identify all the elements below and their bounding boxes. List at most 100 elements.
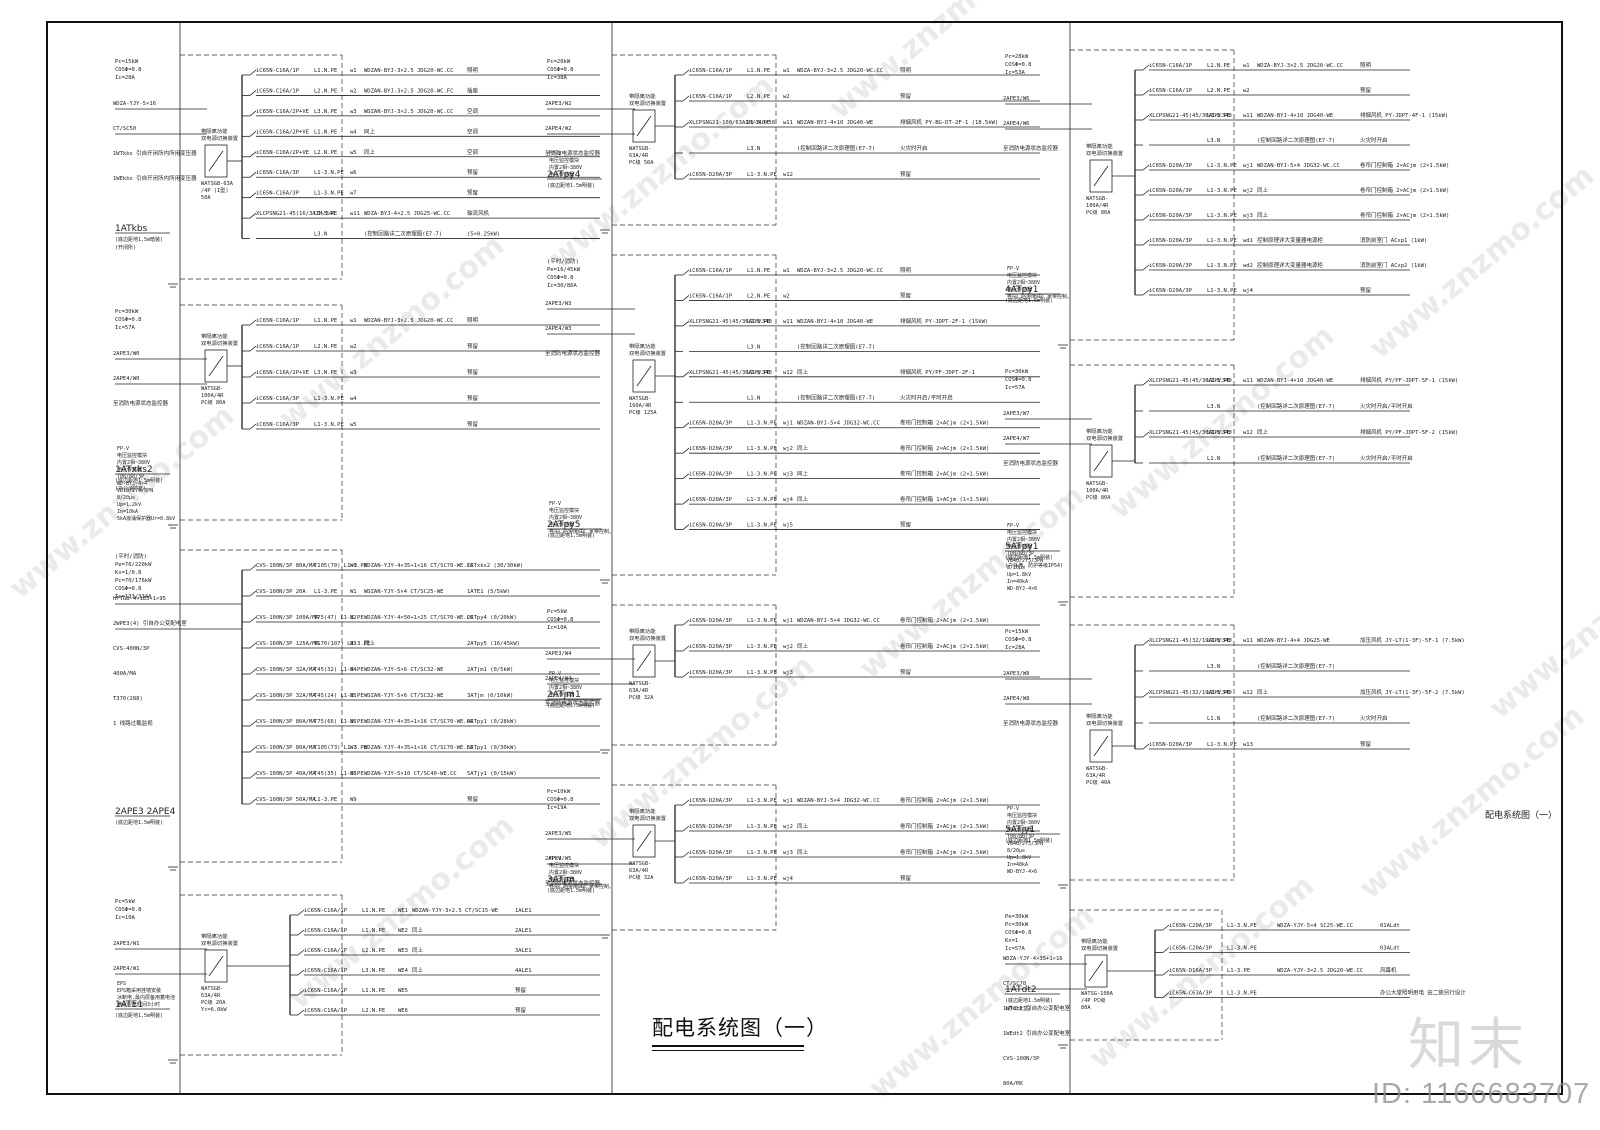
watermark-text: www.znzmo.com <box>273 228 511 436</box>
breaker-contact <box>249 90 257 96</box>
incoming-feeder-label: 2APE4/W6 <box>1003 121 1030 127</box>
phase-label: T45(32) L1-3.PE <box>314 667 364 673</box>
incoming-feeder-label: 2APE3/W6 <box>1003 96 1030 102</box>
incoming-feeder-label: 2APE3/W7 <box>1003 411 1030 417</box>
cable-spec: WDZAN-BYJ-3×2.5 JDG20-WC.CC <box>364 109 453 115</box>
breaker-model: iC65N-C16A/2P+VE <box>256 129 309 135</box>
panel-note: FP-V <box>1007 266 1019 272</box>
page-title: 配电系统图（一） <box>652 1016 828 1040</box>
transfer-switch-contact <box>1093 450 1109 472</box>
load-description: 照明 <box>1360 62 1372 69</box>
cable-spec: WDZAN-BYJ-4×10 JDG40-WE <box>1257 113 1333 119</box>
panel-2ATjm1: Pc=5kWCOSΦ=0.8Ic=10A2APE3/W42APE4/W4至消防电… <box>545 604 1040 754</box>
load-description: 卷帘门控制箱 1×ACjm (1×1.5kW) <box>900 495 989 503</box>
breaker-contact <box>249 746 257 753</box>
load-description: 卷帘门控制箱 2×ACjm (2×1.5kW) <box>900 796 989 804</box>
breaker-contact <box>1162 947 1170 953</box>
phase-label: L1-3.N.PE <box>1207 742 1237 748</box>
breaker-contact <box>1162 992 1170 998</box>
panel-name: 3ATjm <box>547 875 575 885</box>
breaker-model: iC65N-C16A/1P <box>689 68 733 74</box>
breaker-contact <box>249 212 257 219</box>
breaker-model: iC65N-C20A/3P <box>1169 946 1213 952</box>
incoming-feeder-label: 至消防电源状态监控器 <box>545 699 601 707</box>
breaker-model: iC65N-C16A/1P <box>689 268 733 274</box>
circuit-code: wj3 <box>783 670 793 676</box>
breaker-model: iC65N-C16A/1P <box>304 928 348 934</box>
phase-label: L1-3.N.PE <box>1227 923 1257 929</box>
phase-label: L1-3.PE <box>314 589 337 595</box>
panel-note: FP-V <box>1007 806 1019 812</box>
load-description: 火灾时开启/平时开启 <box>1360 454 1413 462</box>
panel-note: Up=1.8kV <box>1007 572 1031 578</box>
load-description: 卷帘门控制箱 2×ACjm (2×1.5kW) <box>1360 186 1449 194</box>
incoming-feeder-label: 1WTdt2 引自办公变配电室 <box>1003 1004 1071 1012</box>
phase-label: L1-3.N.PE <box>1227 946 1257 952</box>
transfer-switch-label: WATSGB- <box>629 146 651 152</box>
phase-label: T45(24) L1-3.PE <box>314 693 364 699</box>
cable-spec: 同上 <box>364 639 376 647</box>
panel-location-note: (户外满，防护等级IP54) <box>1005 562 1063 569</box>
breaker-model: iC65N-C16A/3P <box>256 396 300 402</box>
load-description: 卷帘门控制箱 2×ACjm (2×1.5kW) <box>900 822 989 830</box>
transfer-switch-label: WATSGB- <box>629 396 651 402</box>
watermark-text: www.znzmo.com <box>1103 318 1341 526</box>
transfer-switch-label: 63A/4R <box>629 153 649 159</box>
circuit-code: WE5 <box>398 988 408 994</box>
cable-spec: 同上 <box>364 127 376 135</box>
phase-label: L3.N.PE <box>314 370 337 376</box>
transfer-switch-label: WATSGB-63A <box>201 181 234 187</box>
phase-label: L1-3.N.PE <box>747 798 777 804</box>
phase-label: L2.N.PE <box>362 948 385 954</box>
breaker-contact <box>249 69 257 76</box>
load-description: 排烟风机 PY/PF-JDPT-2F-1 <box>900 368 975 376</box>
load-description: 照明 <box>900 267 912 274</box>
circuit-code: w3 <box>350 370 357 376</box>
phase-label: T105(73) L1-3.PE <box>314 745 367 751</box>
breaker-model: XLCPSNG21-100/63AIM/340/50 <box>689 120 775 126</box>
transfer-switch-contact <box>208 955 224 977</box>
panel-parameter: COSΦ=0.8 <box>1005 930 1032 936</box>
panel-note: 电压传感器 <box>1007 826 1032 833</box>
load-description: 2ATpy5 (16/45kW) <box>467 641 520 647</box>
load-description: 预留 <box>467 189 479 197</box>
load-description: 预留 <box>900 92 912 100</box>
circuit-row: L1.N(控制回路详二次原理图(E7-7)火灾时开启 <box>1135 714 1410 724</box>
transfer-switch-label: 63A/4R <box>201 993 221 999</box>
cable-spec: 同上 <box>797 444 809 452</box>
circuit-code: w11 <box>1243 638 1253 644</box>
panel-2APE3-2APE4: (平时/消防)Pe=70/220kWKx=1/0.8Pc=70/176kWCOS… <box>113 549 600 871</box>
circuit-code: WE1 <box>398 908 408 914</box>
breaker-contact <box>249 192 257 198</box>
transfer-switch-contact <box>1093 165 1109 187</box>
transfer-switch-label: PC级 32A <box>629 693 654 701</box>
panel-parameter: Ic=57A <box>1005 946 1026 952</box>
breaker-contact <box>249 151 257 158</box>
breaker-contact <box>682 371 690 378</box>
panel-note: WD-BYJ-4×4 <box>117 481 147 487</box>
breaker-model: iC65N-C16A/3P <box>256 191 300 197</box>
phase-label: L1-3.PE <box>314 211 337 217</box>
phase-label: L3.N <box>747 146 760 152</box>
panel-name: 1ATE1 <box>115 1000 143 1010</box>
circuit-code: W9 <box>350 797 357 803</box>
panel-parameter: COSΦ=0.8 <box>115 907 142 913</box>
breaker-model: iC65N-C20A/3P <box>1169 923 1213 929</box>
panel-parameter: Kx=1 <box>1005 938 1018 944</box>
cable-spec: WDZAN-YJY-4×35+1×16 CT/SC70-WE.CC <box>364 719 473 725</box>
breaker-model: CVS-100N/3P 50A/MA <box>256 797 316 803</box>
breaker-model: XLCPSNG21-45(45/36AIM/340 <box>689 319 772 325</box>
transfer-switch-contact <box>636 115 652 137</box>
panel-parameter: Kx=1/0.8 <box>115 570 142 576</box>
breaker-model: iC65N-D20A/3P <box>689 497 733 503</box>
breaker-contact <box>682 473 690 479</box>
